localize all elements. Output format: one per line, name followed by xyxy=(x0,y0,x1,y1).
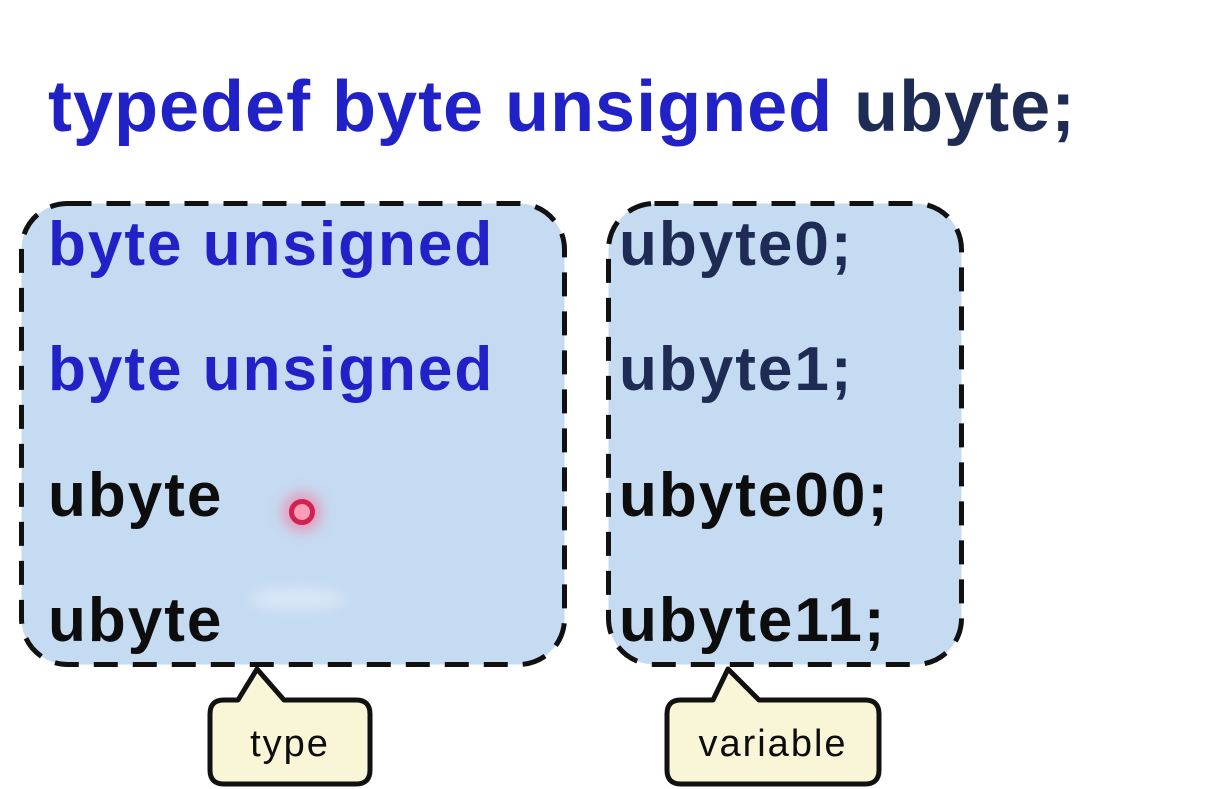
title-typename-text: ubyte; xyxy=(854,67,1077,147)
variable-row: ubyte00; xyxy=(619,460,890,530)
type-row: ubyte xyxy=(48,585,224,655)
variable-row: ubyte1; xyxy=(619,335,854,405)
type-row: ubyte xyxy=(48,460,224,530)
type-box-border xyxy=(19,201,567,667)
variable-box: ubyte0; ubyte1; ubyte00; ubyte11; xyxy=(605,200,965,668)
variable-callout-label: variable xyxy=(698,723,847,765)
type-callout-bubble xyxy=(207,666,373,787)
type-box: byte unsigned byte unsigned ubyte ubyte xyxy=(18,200,568,668)
variable-row: ubyte0; xyxy=(619,210,854,279)
variable-callout-bubble xyxy=(664,666,882,787)
type-row: byte unsigned xyxy=(48,335,495,405)
type-callout: type xyxy=(207,666,373,787)
variable-callout: variable xyxy=(664,666,882,787)
type-callout-label: type xyxy=(250,723,330,765)
variable-box-rows: ubyte0; ubyte1; ubyte00; ubyte11; xyxy=(619,200,959,668)
type-row: byte unsigned xyxy=(48,210,495,279)
type-box-rows: byte unsigned byte unsigned ubyte ubyte xyxy=(48,200,558,668)
title-keyword-text: typedef byte unsigned xyxy=(48,67,855,147)
variable-row: ubyte11; xyxy=(619,585,887,655)
page-title: typedef byte unsigned ubyte; xyxy=(48,66,1076,149)
variable-box-border xyxy=(606,201,964,667)
laser-pointer-dot xyxy=(289,499,315,525)
highlight-smudge xyxy=(250,588,345,610)
